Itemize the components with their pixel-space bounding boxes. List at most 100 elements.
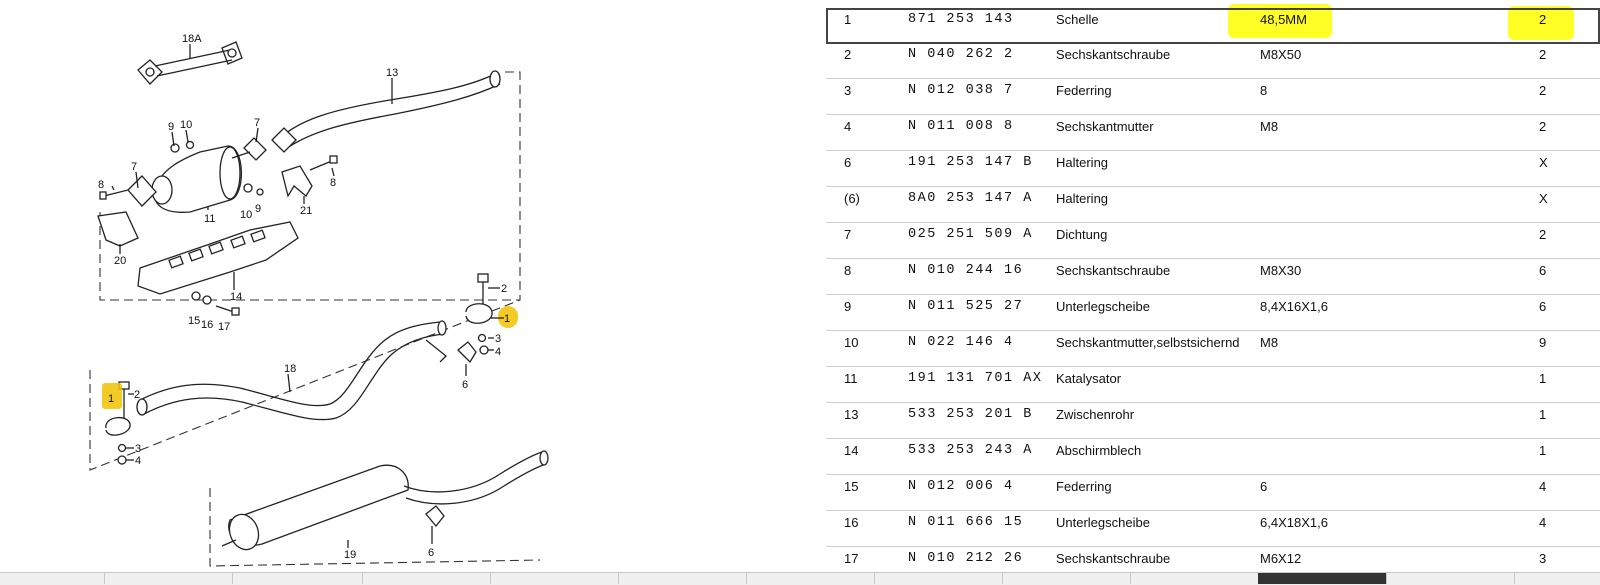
cell-part-number: N 011 525 27 — [908, 299, 1024, 314]
callout-4-left: 4 — [135, 455, 141, 467]
cell-quantity: X — [1539, 191, 1548, 206]
bottom-tab[interactable] — [0, 573, 105, 584]
cell-specification: M8 — [1260, 119, 1279, 134]
bottom-tab[interactable] — [490, 573, 619, 584]
cell-description: Sechskantschraube — [1056, 47, 1171, 62]
cell-position: 11 — [844, 371, 858, 386]
bottom-tab[interactable] — [362, 573, 491, 584]
cell-part-number: N 011 666 15 — [908, 515, 1024, 530]
cell-part-number: 533 253 201 B — [908, 407, 1033, 422]
cell-quantity: 2 — [1539, 83, 1547, 98]
cell-part-number: 8A0 253 147 A — [908, 191, 1033, 206]
table-row[interactable]: 14 533 253 243 A Abschirmblech 1 — [826, 439, 1600, 475]
cell-description: Sechskantmutter,selbstsichernd — [1056, 335, 1240, 350]
table-row[interactable]: 7 025 251 509 A Dichtung 2 — [826, 223, 1600, 259]
cell-description: Unterlegscheibe — [1056, 299, 1150, 314]
cell-position: 15 — [844, 479, 859, 494]
cell-specification: M6X12 — [1260, 551, 1302, 566]
part-13-intermediate-pipe — [271, 70, 501, 153]
fasteners-upper — [99, 140, 338, 200]
table-row[interactable]: 2 N 040 262 2 Sechskantschraube M8X50 2 — [826, 43, 1600, 79]
callout-7-left: 7 — [131, 161, 137, 173]
part-14-heat-shield — [137, 221, 299, 295]
cell-description: Federring — [1056, 479, 1112, 494]
cell-quantity: 6 — [1539, 299, 1547, 314]
cell-specification: 48,5MM — [1260, 12, 1307, 27]
bottom-tab[interactable] — [232, 573, 363, 584]
cell-specification: M8 — [1260, 335, 1279, 350]
cell-specification: 6,4X18X1,6 — [1260, 515, 1328, 530]
cell-position: 1 — [844, 12, 852, 27]
callout-6-right: 6 — [462, 379, 468, 391]
part-18-front-pipe — [136, 320, 447, 421]
bottom-tab[interactable] — [104, 573, 233, 584]
callout-13: 13 — [386, 67, 398, 79]
cell-quantity: 1 — [1539, 371, 1547, 386]
cell-quantity: 2 — [1539, 119, 1547, 134]
bottom-tab[interactable] — [874, 573, 1003, 584]
cell-position: (6) — [844, 191, 860, 206]
table-row[interactable]: 10 N 022 146 4 Sechskantmutter,selbstsic… — [826, 331, 1600, 367]
diagram-drawing: 18A 13 7 9 10 7 8 8 11 10 9 21 20 14 15 … — [89, 33, 549, 567]
callout-3-left: 3 — [135, 443, 141, 455]
callout-21: 21 — [300, 205, 312, 217]
callout-18a: 18A — [182, 33, 202, 45]
callout-7-right: 7 — [254, 117, 260, 129]
callout-16: 16 — [201, 319, 213, 331]
cell-quantity: 2 — [1539, 47, 1547, 62]
cell-part-number: N 010 244 16 — [908, 263, 1024, 278]
bottom-tab[interactable] — [1386, 573, 1515, 584]
table-row[interactable]: (6) 8A0 253 147 A Haltering X — [826, 187, 1600, 223]
bottom-tab-strip — [0, 572, 1600, 585]
cell-part-number: N 040 262 2 — [908, 47, 1014, 62]
leader-lines — [111, 44, 504, 548]
marker-right — [498, 306, 518, 328]
table-row[interactable]: 4 N 011 008 8 Sechskantmutter M8 2 — [826, 115, 1600, 151]
cell-description: Katalysator — [1056, 371, 1122, 386]
callout-9-top: 9 — [168, 121, 174, 133]
bottom-tab[interactable] — [1130, 573, 1259, 584]
cell-description: Zwischenrohr — [1056, 407, 1135, 422]
callout-6-bottom: 6 — [428, 547, 434, 559]
marker-left — [102, 383, 122, 409]
part-11-catalytic-converter — [127, 137, 267, 213]
cell-position: 8 — [844, 263, 852, 278]
cell-position: 2 — [844, 47, 852, 62]
clamp-assembly-left — [105, 381, 131, 465]
table-row[interactable]: 9 N 011 525 27 Unterlegscheibe 8,4X16X1,… — [826, 295, 1600, 331]
cell-quantity: 2 — [1539, 12, 1547, 27]
cell-specification: 8 — [1260, 83, 1268, 98]
callout-1-left: 1 — [108, 393, 114, 405]
bottom-tab[interactable] — [618, 573, 747, 584]
callout-11: 11 — [204, 213, 215, 225]
callout-4-right: 4 — [495, 346, 501, 358]
cell-description: Haltering — [1056, 191, 1109, 206]
part-19-muffler — [221, 450, 549, 551]
cell-specification: M8X50 — [1260, 47, 1302, 62]
cell-description: Sechskantschraube — [1056, 263, 1171, 278]
table-row[interactable]: 8 N 010 244 16 Sechskantschraube M8X30 6 — [826, 259, 1600, 295]
table-row[interactable]: 13 533 253 201 B Zwischenrohr 1 — [826, 403, 1600, 439]
callout-18: 18 — [284, 363, 296, 375]
table-row[interactable]: 15 N 012 006 4 Federring 6 4 — [826, 475, 1600, 511]
bottom-tab[interactable] — [746, 573, 875, 584]
cell-description: Sechskantschraube — [1056, 551, 1171, 566]
table-row[interactable]: 3 N 012 038 7 Federring 8 2 — [826, 79, 1600, 115]
exhaust-exploded-diagram: 18A 13 7 9 10 7 8 8 11 10 9 21 20 14 15 … — [89, 33, 549, 567]
bottom-tab-active[interactable] — [1258, 573, 1387, 584]
cell-description: Federring — [1056, 83, 1112, 98]
cell-part-number: 191 253 147 B — [908, 155, 1033, 170]
part-21-bracket — [281, 165, 313, 198]
table-row[interactable]: 11 191 131 701 AX Katalysator 1 — [826, 367, 1600, 403]
cell-position: 16 — [844, 515, 859, 530]
table-row[interactable]: 6 191 253 147 B Haltering X — [826, 151, 1600, 187]
cell-quantity: 4 — [1539, 515, 1547, 530]
cell-description: Dichtung — [1056, 227, 1108, 242]
cell-quantity: X — [1539, 155, 1548, 170]
table-row[interactable]: 1 871 253 143 Schelle 48,5MM 2 — [826, 8, 1600, 43]
table-row[interactable]: 16 N 011 666 15 Unterlegscheibe 6,4X18X1… — [826, 511, 1600, 547]
callout-1-right: 1 — [504, 313, 510, 325]
cell-position: 13 — [844, 407, 859, 422]
callout-8-right: 8 — [330, 177, 336, 189]
bottom-tab[interactable] — [1002, 573, 1131, 584]
